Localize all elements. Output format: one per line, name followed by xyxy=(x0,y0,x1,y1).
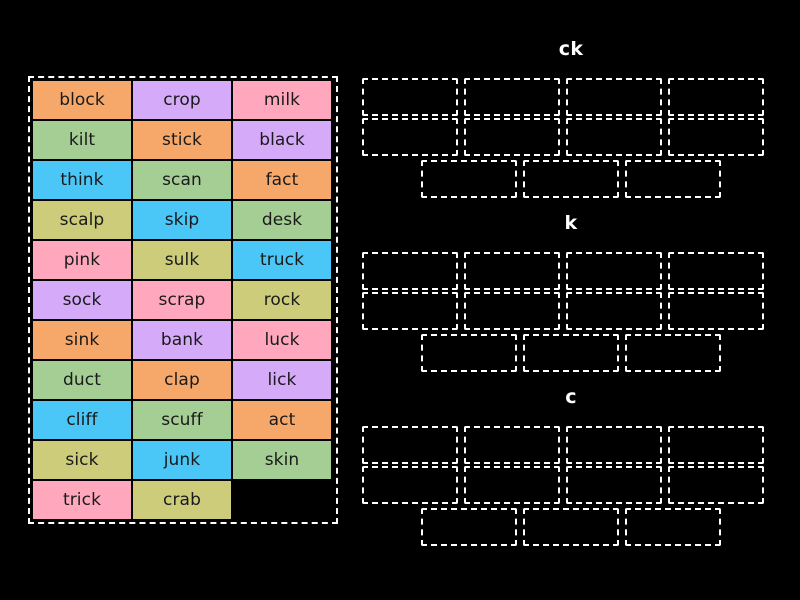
drop-slot-ck-7[interactable] xyxy=(668,118,764,156)
word-tile-think[interactable]: think xyxy=(33,161,131,199)
drop-section-title-k: k xyxy=(564,212,578,234)
word-tile-scalp[interactable]: scalp xyxy=(33,201,131,239)
drop-slot-c-2[interactable] xyxy=(566,426,662,464)
drop-slot-k-9[interactable] xyxy=(523,334,619,372)
drop-slot-c-4[interactable] xyxy=(362,466,458,504)
drop-slot-ck-2[interactable] xyxy=(566,78,662,116)
drop-slot-k-7[interactable] xyxy=(668,292,764,330)
drop-slot-ck-1[interactable] xyxy=(464,78,560,116)
word-tile-rock[interactable]: rock xyxy=(233,281,331,319)
drop-slot-ck-3[interactable] xyxy=(668,78,764,116)
drop-slot-k-5[interactable] xyxy=(464,292,560,330)
word-tile-skin[interactable]: skin xyxy=(233,441,331,479)
word-tile-bank[interactable]: bank xyxy=(133,321,231,359)
word-tile-crab[interactable]: crab xyxy=(133,481,231,519)
drop-slot-c-10[interactable] xyxy=(625,508,721,546)
drop-slot-c-6[interactable] xyxy=(566,466,662,504)
word-tile-fact[interactable]: fact xyxy=(233,161,331,199)
word-tile-duct[interactable]: duct xyxy=(33,361,131,399)
word-tile-sick[interactable]: sick xyxy=(33,441,131,479)
drop-slot-ck-5[interactable] xyxy=(464,118,560,156)
drop-section-title-c: c xyxy=(565,386,577,408)
drop-slot-row xyxy=(362,466,780,504)
drop-slot-ck-9[interactable] xyxy=(523,160,619,198)
drop-slot-ck-4[interactable] xyxy=(362,118,458,156)
word-tile-pink[interactable]: pink xyxy=(33,241,131,279)
drop-slot-row xyxy=(362,252,780,290)
drop-slot-row xyxy=(362,118,780,156)
word-tile-trick[interactable]: trick xyxy=(33,481,131,519)
drop-slot-rows xyxy=(362,252,780,372)
word-tile-scuff[interactable]: scuff xyxy=(133,401,231,439)
word-tile-scrap[interactable]: scrap xyxy=(133,281,231,319)
word-tile-truck[interactable]: truck xyxy=(233,241,331,279)
drop-slot-c-3[interactable] xyxy=(668,426,764,464)
word-tile-luck[interactable]: luck xyxy=(233,321,331,359)
drop-section-title-ck: ck xyxy=(558,38,584,60)
drop-slot-rows xyxy=(362,78,780,198)
word-tile-crop[interactable]: crop xyxy=(133,81,231,119)
word-tile-sink[interactable]: sink xyxy=(33,321,131,359)
word-tile-clap[interactable]: clap xyxy=(133,361,231,399)
drop-slot-c-0[interactable] xyxy=(362,426,458,464)
drop-slot-ck-8[interactable] xyxy=(421,160,517,198)
drop-slot-k-4[interactable] xyxy=(362,292,458,330)
drop-slot-row xyxy=(362,78,780,116)
word-tile-scan[interactable]: scan xyxy=(133,161,231,199)
drop-slot-k-6[interactable] xyxy=(566,292,662,330)
drop-slot-c-7[interactable] xyxy=(668,466,764,504)
drop-slot-c-5[interactable] xyxy=(464,466,560,504)
drop-slot-rows xyxy=(362,426,780,546)
drop-section-c[interactable]: c xyxy=(362,388,780,546)
word-tile-skip[interactable]: skip xyxy=(133,201,231,239)
drop-slot-c-8[interactable] xyxy=(421,508,517,546)
drop-slot-ck-10[interactable] xyxy=(625,160,721,198)
drop-slot-k-0[interactable] xyxy=(362,252,458,290)
drop-slot-k-8[interactable] xyxy=(421,334,517,372)
drop-section-k[interactable]: k xyxy=(362,214,780,372)
drop-section-ck[interactable]: ck xyxy=(362,40,780,198)
word-tile-block[interactable]: block xyxy=(33,81,131,119)
word-tile-desk[interactable]: desk xyxy=(233,201,331,239)
drop-slot-row xyxy=(362,332,780,372)
drop-slot-row xyxy=(362,292,780,330)
word-tile-stick[interactable]: stick xyxy=(133,121,231,159)
word-tile-milk[interactable]: milk xyxy=(233,81,331,119)
drop-slot-row xyxy=(362,426,780,464)
drop-zone-areas: ck k c xyxy=(362,40,780,570)
drop-slot-k-3[interactable] xyxy=(668,252,764,290)
word-tile-lick[interactable]: lick xyxy=(233,361,331,399)
word-tile-sock[interactable]: sock xyxy=(33,281,131,319)
word-tile-black[interactable]: black xyxy=(233,121,331,159)
drop-slot-row xyxy=(362,506,780,546)
word-tile-act[interactable]: act xyxy=(233,401,331,439)
drop-slot-ck-6[interactable] xyxy=(566,118,662,156)
drop-slot-ck-0[interactable] xyxy=(362,78,458,116)
word-tile-junk[interactable]: junk xyxy=(133,441,231,479)
drop-slot-k-10[interactable] xyxy=(625,334,721,372)
drop-slot-c-9[interactable] xyxy=(523,508,619,546)
drop-slot-c-1[interactable] xyxy=(464,426,560,464)
drop-slot-k-1[interactable] xyxy=(464,252,560,290)
word-tile-sulk[interactable]: sulk xyxy=(133,241,231,279)
drop-slot-row xyxy=(362,158,780,198)
word-tile-cliff[interactable]: cliff xyxy=(33,401,131,439)
drop-slot-k-2[interactable] xyxy=(566,252,662,290)
word-tile-kilt[interactable]: kilt xyxy=(33,121,131,159)
